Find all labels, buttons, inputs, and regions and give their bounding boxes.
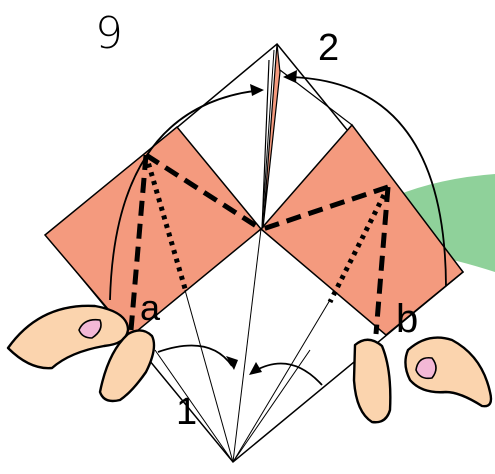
right-thumb (404, 336, 493, 408)
right-colored-flap (259, 123, 465, 336)
right-thumb-nail (415, 356, 437, 380)
top-center-sliver (262, 43, 281, 229)
left-thumb-nail (78, 318, 102, 339)
right-fold-arrow (284, 76, 447, 287)
left-valley-fold-lines (128, 152, 263, 331)
bottom-right-arrow (252, 362, 323, 386)
label-2: 2 (318, 27, 339, 69)
right-finger (352, 338, 392, 424)
right-hand-illustration (352, 336, 493, 424)
top-center-fold-line (261, 59, 270, 230)
left-fold-arrow (109, 89, 263, 301)
label-a: a (140, 287, 161, 328)
right-valley-fold-lines (262, 184, 391, 335)
left-hand-illustration (6, 304, 156, 403)
top-center-fold-line-2 (261, 49, 275, 230)
label-1: 1 (176, 391, 197, 433)
right-fold-arrowhead (283, 70, 297, 83)
bottom-right-arrowhead (249, 362, 262, 375)
left-fold-arrowhead (250, 84, 264, 96)
lower-crease-lines (154, 228, 331, 463)
step-number: 9 (95, 8, 123, 59)
label-b: b (396, 297, 418, 341)
bottom-left-arrow (157, 344, 233, 367)
bottom-left-arrowhead (226, 356, 238, 370)
left-finger (98, 329, 156, 403)
